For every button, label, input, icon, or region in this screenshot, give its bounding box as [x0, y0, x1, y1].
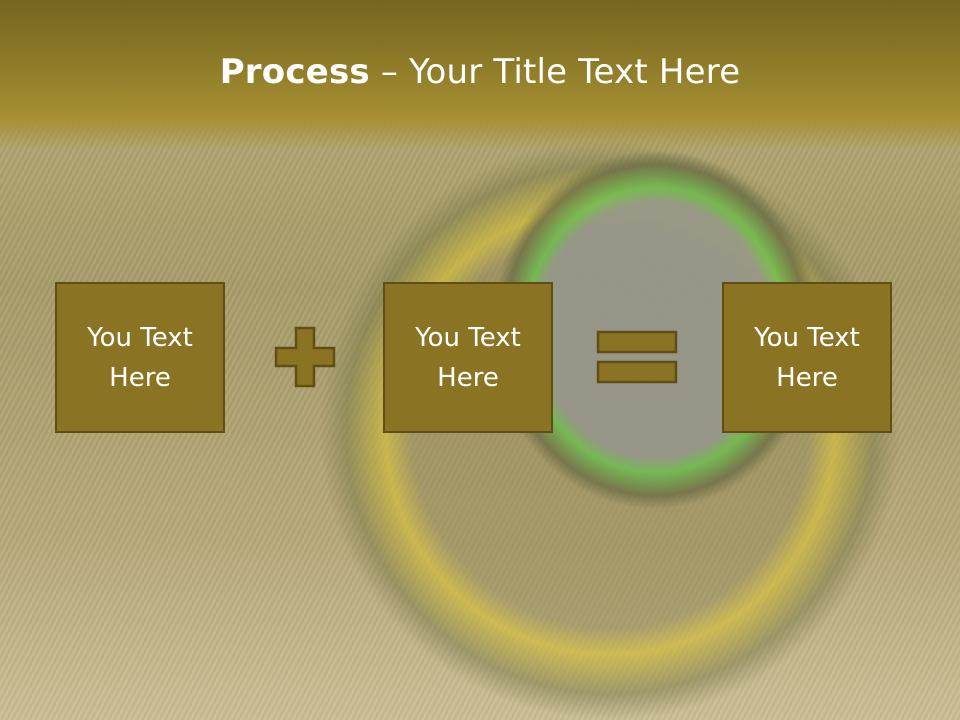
title-bold: Process [219, 52, 370, 92]
slide-title: Process – Your Title Text Here [0, 52, 960, 92]
title-rest: – Your Title Text Here [369, 52, 741, 92]
process-box-label: You Text Here [754, 322, 860, 393]
process-box-label: You Text Here [415, 322, 521, 393]
equals-icon [596, 330, 678, 384]
process-box-3: You Text Here [722, 282, 892, 433]
process-box-label: You Text Here [87, 322, 193, 393]
plus-icon [274, 326, 336, 388]
process-box-2: You Text Here [383, 282, 553, 433]
process-box-1: You Text Here [55, 282, 225, 433]
title-bar [0, 0, 960, 150]
